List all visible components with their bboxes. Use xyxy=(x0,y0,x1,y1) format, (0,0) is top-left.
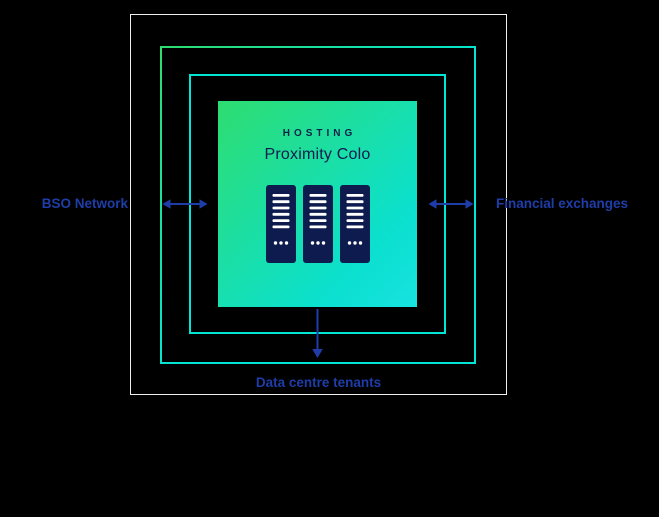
server-rack-icon xyxy=(302,185,333,263)
server-rack-icon xyxy=(265,185,296,263)
hosting-panel: HOSTING Proximity Colo xyxy=(218,101,417,307)
server-rack-group xyxy=(265,185,370,263)
bottom-tenants-label: Data centre tenants xyxy=(255,375,382,390)
right-exchanges-label: Financial exchanges xyxy=(496,196,629,211)
server-rack-icon xyxy=(339,185,370,263)
double-arrow-horizontal-icon xyxy=(428,199,474,209)
left-network-label: BSO Network xyxy=(41,196,128,211)
panel-title: Proximity Colo xyxy=(264,146,371,163)
double-arrow-horizontal-icon xyxy=(162,199,208,209)
outer-frame-rect xyxy=(130,14,507,395)
hosting-label: HOSTING xyxy=(282,128,357,139)
arrow-down-icon xyxy=(312,309,323,358)
